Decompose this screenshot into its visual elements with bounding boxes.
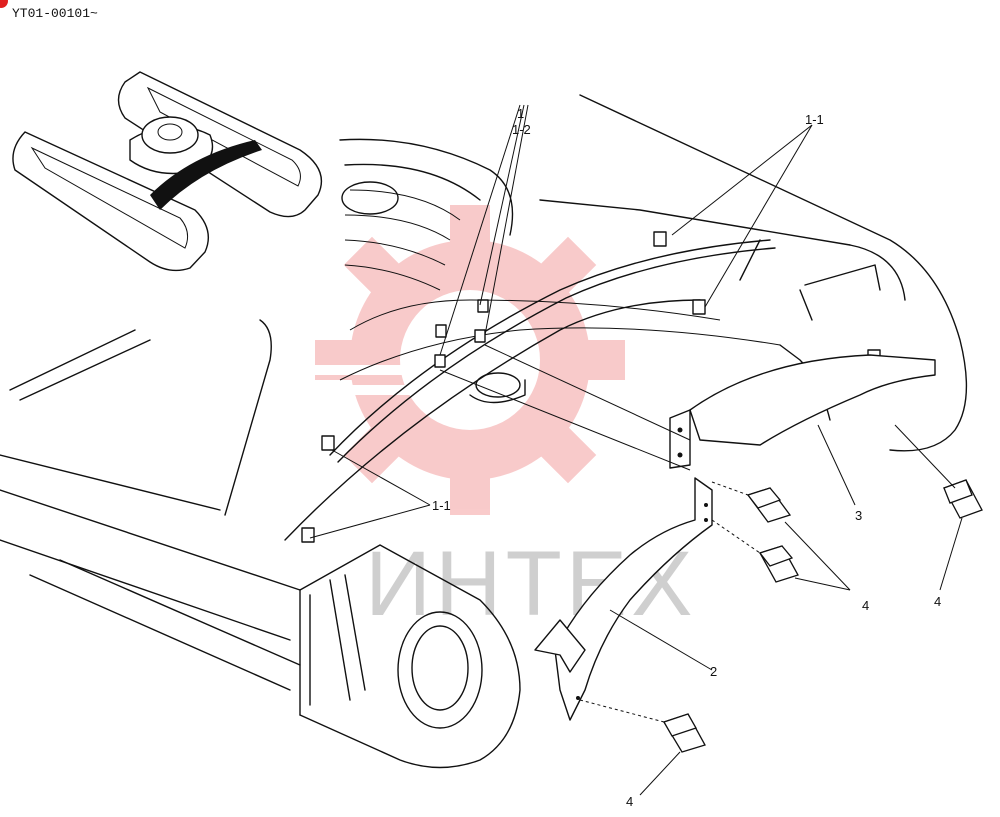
hose-clamp xyxy=(692,299,706,315)
leader-lines xyxy=(309,104,963,796)
lower-frame xyxy=(0,94,968,769)
track-cover-part-2 xyxy=(534,477,713,721)
callout-3: 3 xyxy=(855,508,862,523)
callout-2: 2 xyxy=(710,664,717,679)
callout-4-bottom: 4 xyxy=(626,794,633,809)
track-cover-part-3 xyxy=(669,354,936,469)
undercarriage-overview-inset xyxy=(12,71,323,272)
bolt-icon xyxy=(663,713,706,753)
hose-clamp xyxy=(321,435,335,451)
watermark-gear-icon xyxy=(300,205,625,515)
bolt-icon xyxy=(943,479,983,519)
hose-clamp xyxy=(435,324,447,338)
callout-1: 1 xyxy=(517,106,524,121)
document-code: YT01-00101~ xyxy=(12,6,98,21)
hose-clamp xyxy=(301,527,315,543)
hose-clamp xyxy=(653,231,667,247)
bolt-icon xyxy=(758,545,799,583)
callout-1-1-top: 1-1 xyxy=(805,112,824,127)
callout-1-2: 1-2 xyxy=(512,122,531,137)
hose-clamp xyxy=(477,299,489,313)
callout-1-1-mid: 1-1 xyxy=(432,498,451,513)
bolt-icon xyxy=(746,487,792,523)
hose-clamp xyxy=(474,329,486,343)
callout-4-right: 4 xyxy=(934,594,941,609)
callout-4-center: 4 xyxy=(862,598,869,613)
hose-lines xyxy=(284,231,881,543)
corner-mark xyxy=(0,0,8,8)
hose-clamp xyxy=(434,354,446,368)
